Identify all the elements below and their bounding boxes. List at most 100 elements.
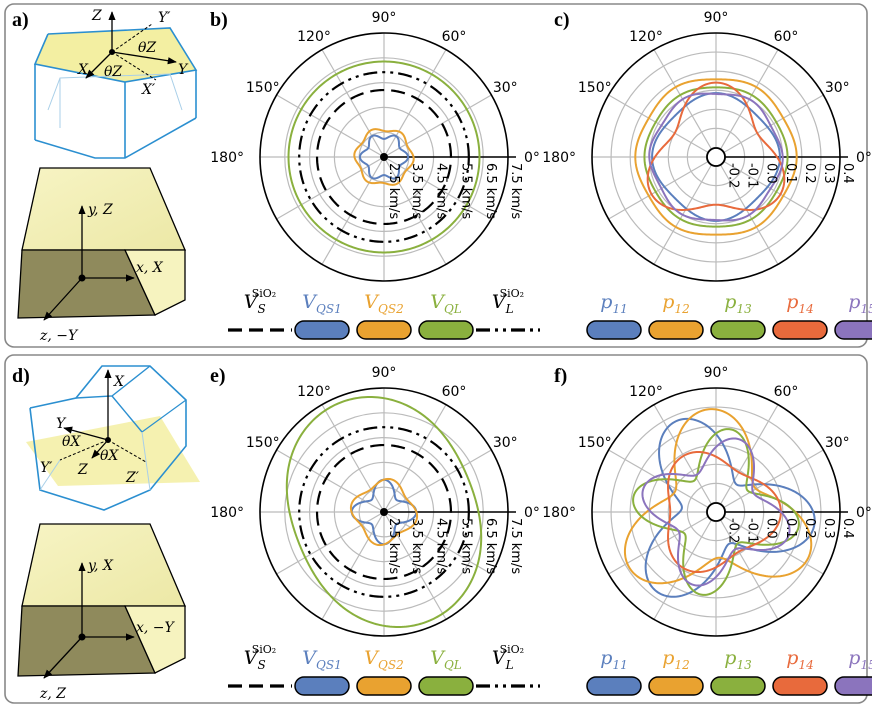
legend-label: p12 — [662, 291, 689, 316]
legend-swatch — [294, 320, 350, 340]
grid-spoke — [321, 404, 385, 513]
radial-tick-label: 2.5 km/s — [386, 518, 401, 574]
series-p-13 — [632, 428, 800, 596]
series-p-15 — [641, 437, 791, 587]
legend-label: VSSiO₂ — [244, 287, 276, 316]
series-p-14 — [667, 451, 782, 573]
angle-label: 90° — [372, 365, 397, 381]
legend-swatch — [418, 320, 474, 340]
panel-label-a: a) — [12, 9, 29, 31]
angle-label: 90° — [704, 10, 729, 26]
angle-label: 120° — [297, 29, 331, 45]
crystal-diagram-bottom: X Y θX θX Y′ Z Z′ — [26, 365, 200, 511]
center-hole — [706, 502, 726, 522]
series-p-13 — [643, 86, 789, 228]
grid-spoke — [715, 449, 824, 513]
grid-spoke — [383, 156, 447, 265]
radial-tick-label: 6.5 km/s — [483, 518, 498, 574]
radial-tick-label: 4.5 km/s — [434, 518, 449, 574]
angle-label: 180° — [542, 505, 576, 521]
legend-label: p13 — [724, 291, 752, 316]
legend-label: VSSiO₂ — [244, 643, 276, 672]
bottom-panel-frame — [4, 354, 868, 704]
grid-spoke — [608, 449, 717, 513]
panel-label-f: f) — [554, 365, 567, 387]
legend-swatch — [648, 676, 704, 696]
angle-label: 150° — [246, 435, 280, 451]
grid-spoke — [276, 156, 385, 220]
angle-label: 30° — [825, 80, 850, 96]
legend-label: p14 — [786, 291, 813, 316]
box-diagram-bottom: y, X x, −Y z, Z — [17, 523, 186, 702]
angle-label: 150° — [578, 435, 612, 451]
series-v-qs2 — [353, 128, 415, 186]
axis-label-z-bottom: Z — [77, 462, 88, 478]
axis-label-y-prime-bottom: Y′ — [40, 460, 53, 476]
axis-label-y-prime: Y′ — [158, 10, 171, 26]
radial-tick-label: 7.5 km/s — [508, 518, 523, 574]
series-v-ql — [285, 396, 483, 628]
legend-label: VLSiO₂ — [492, 643, 524, 672]
grid-spoke — [608, 156, 717, 220]
theta-label-1: θZ — [138, 40, 156, 56]
legend-swatch — [834, 676, 872, 696]
series-v-s-sio2 — [315, 443, 453, 581]
series-v-qs1 — [358, 134, 410, 180]
center-dot — [380, 508, 388, 516]
radial-tick-label: 0.1 — [783, 518, 798, 539]
box-axis-label-z-bottom: z, Z — [39, 686, 66, 702]
theta-label-4: θX — [100, 448, 119, 464]
angle-label: 120° — [297, 384, 331, 400]
radial-tick-label: 2.5 km/s — [386, 163, 401, 219]
legend-label: VQS2 — [364, 291, 403, 316]
angle-label: 60° — [442, 29, 467, 45]
angle-label: 60° — [774, 384, 799, 400]
legend-label: VQL — [430, 291, 462, 316]
radial-tick-label: 3.5 km/s — [409, 163, 424, 219]
axis-label-y-bottom: Y — [56, 416, 67, 432]
legend-p-bottom: p11p12p13p14p15 — [586, 647, 872, 696]
radial-tick-label: 5.5 km/s — [458, 518, 473, 574]
series-v-qs2 — [349, 477, 419, 547]
legend-label: p13 — [724, 647, 752, 672]
grid-spoke — [653, 404, 717, 513]
legend-label: VQS2 — [364, 647, 403, 672]
legend-label: p11 — [600, 291, 627, 316]
radial-tick-label: -0.2 — [726, 163, 741, 188]
series-p-11 — [644, 417, 816, 598]
axis-label-z: Z — [91, 8, 102, 24]
series-p-14 — [646, 81, 786, 211]
series-v-ql — [287, 60, 481, 254]
angle-label: 180° — [210, 150, 244, 166]
legend-swatch — [834, 320, 872, 340]
angle-label: 90° — [704, 365, 729, 381]
center-dot — [380, 153, 388, 161]
grid-spoke — [276, 449, 385, 513]
grid-spoke — [653, 511, 717, 620]
series-v-l-sio2 — [298, 71, 470, 243]
panel-label-e: e) — [210, 365, 226, 387]
box-axis-label-x: x, X — [136, 260, 164, 276]
legend-swatch — [356, 320, 412, 340]
legend-swatch — [586, 320, 642, 340]
radial-tick-label: -0.1 — [745, 518, 760, 543]
radial-tick-label: 0.2 — [802, 518, 817, 539]
angle-label: 0° — [856, 150, 872, 166]
legend-swatch — [294, 676, 350, 696]
angle-label: 90° — [372, 10, 397, 26]
panel-label-b: b) — [210, 9, 228, 31]
angle-label: 60° — [442, 384, 467, 400]
grid-spoke — [321, 156, 385, 265]
center-hole — [706, 147, 726, 167]
grid-spoke — [715, 94, 824, 158]
grid-spoke — [715, 404, 779, 513]
legend-label: VQS1 — [302, 647, 341, 672]
angle-label: 180° — [542, 150, 576, 166]
angle-label: 120° — [629, 384, 663, 400]
legend-swatch — [710, 676, 766, 696]
panel-label-c: c) — [554, 9, 570, 31]
